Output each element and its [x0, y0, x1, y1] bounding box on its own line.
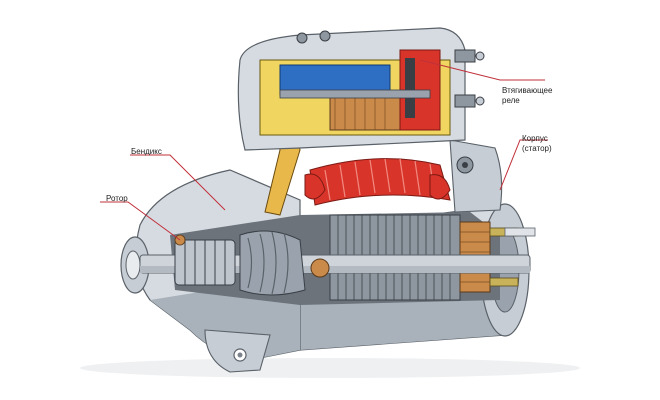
- label-housing-line1: Корпус: [522, 134, 548, 143]
- rear-end-cap: [449, 139, 503, 213]
- label-bendix: Бендикс: [131, 147, 162, 156]
- solenoid-relay: [237, 27, 485, 151]
- field-coil: [304, 158, 451, 206]
- leader-relay: [419, 59, 545, 81]
- shadow: [80, 358, 580, 378]
- label-relay-line1: Втягивающее: [502, 86, 553, 95]
- label-relay-line2: реле: [502, 96, 520, 105]
- bendix-drive: [174, 230, 330, 296]
- leader-lines: [100, 59, 548, 241]
- leader-housing: [499, 139, 548, 191]
- drive-end-housing: [120, 169, 301, 373]
- label-rotor: Ротор: [106, 194, 128, 203]
- rotor-shaft: [139, 227, 536, 274]
- label-housing-line2: (статор): [522, 144, 552, 153]
- leader-bendix: [130, 154, 226, 211]
- relay-terminals: [296, 30, 485, 108]
- leader-rotor: [100, 201, 181, 241]
